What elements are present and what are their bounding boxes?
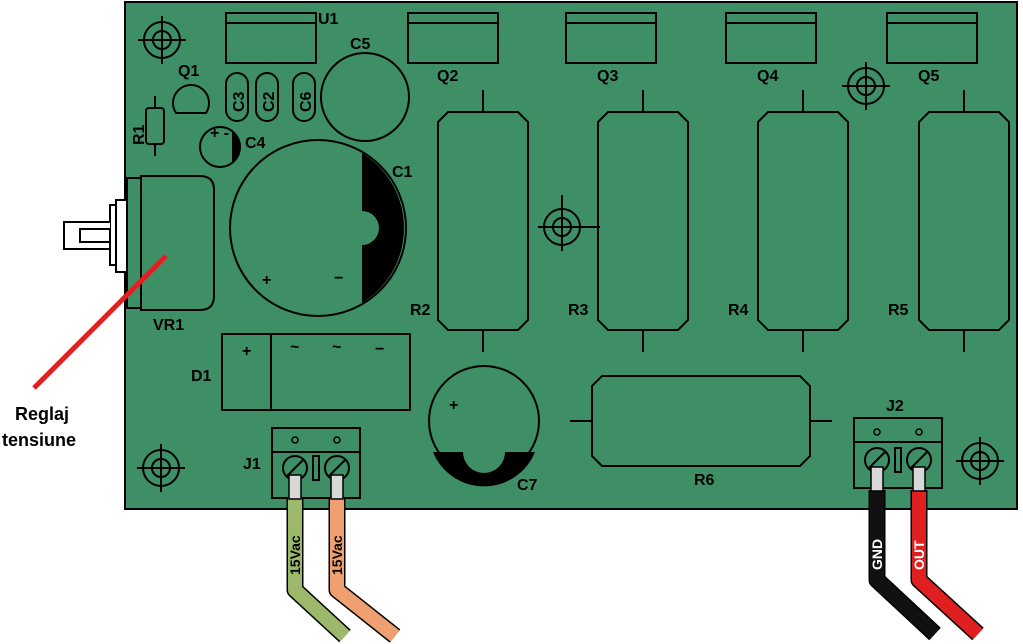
u1-footprint: [225, 12, 317, 64]
c6-footprint: [292, 72, 316, 122]
label-r6: R6: [694, 472, 715, 489]
annotation-line-1: Reglaj: [15, 404, 69, 424]
r4-footprint: [757, 90, 849, 352]
q5-footprint: [886, 12, 978, 64]
q3-footprint: [565, 12, 657, 64]
j1-terminal-block: [271, 427, 361, 499]
c5-footprint: [320, 52, 410, 142]
label-u1: U1: [318, 11, 339, 28]
wire-j1-right-label: 15Vac: [329, 535, 345, 575]
d1-plus-symbol: +: [242, 343, 251, 360]
mounting-hole-top-right: [842, 62, 890, 110]
d1-ac-symbol-1: ~: [290, 339, 299, 356]
label-r2: R2: [410, 302, 431, 319]
r5-footprint: [918, 90, 1010, 352]
label-c6: C6: [298, 91, 315, 112]
r6-footprint: [570, 375, 832, 467]
label-q1: Q1: [178, 63, 199, 80]
mounting-hole-middle: [538, 195, 600, 251]
label-q3: Q3: [597, 68, 618, 85]
annotation-pointer-line: [32, 254, 168, 390]
q4-footprint: [725, 12, 817, 64]
label-q5: Q5: [918, 68, 939, 85]
c3-footprint: [225, 72, 249, 122]
q1-footprint: [172, 84, 210, 114]
wire-j1-left-15vac: 15Vac: [286, 474, 351, 643]
mounting-hole-bottom-right: [956, 437, 1004, 485]
j2-terminal-block: [853, 417, 943, 489]
label-d1: D1: [191, 368, 212, 385]
mounting-hole-top-left: [138, 16, 186, 64]
d1-ac-symbol-2: ~: [332, 339, 341, 356]
vr1-shaft: [63, 199, 128, 273]
label-r4: R4: [728, 302, 749, 319]
wire-j1-right-15vac: 15Vac: [328, 474, 401, 643]
mounting-hole-bottom-left: [137, 444, 185, 492]
label-c4: C4: [245, 135, 266, 152]
label-c2: C2: [261, 91, 278, 112]
label-c4-polarity: + -: [210, 125, 229, 142]
c1-plus-symbol: +: [262, 272, 271, 289]
label-c5: C5: [350, 36, 371, 53]
c1-minus-symbol: −: [334, 270, 343, 287]
label-j1: J1: [243, 456, 261, 473]
q2-footprint: [407, 12, 499, 64]
label-r5: R5: [888, 302, 909, 319]
c1-footprint: + −: [229, 139, 407, 317]
label-j2: J2: [886, 398, 904, 415]
wire-j2-gnd-label: GND: [869, 539, 885, 570]
r3-footprint: [597, 90, 689, 352]
c7-footprint: +: [428, 365, 540, 487]
label-vr1: VR1: [153, 317, 184, 334]
c7-plus-symbol: +: [449, 397, 458, 414]
wire-j1-left-label: 15Vac: [287, 535, 303, 575]
label-c1: C1: [392, 164, 413, 181]
label-r3: R3: [568, 302, 589, 319]
vr1-footprint: [126, 175, 215, 311]
c2-footprint: [255, 72, 279, 122]
wire-j2-gnd: GND: [868, 466, 941, 641]
wire-j2-out: OUT: [910, 466, 984, 641]
d1-footprint: + ~ ~ −: [221, 333, 411, 411]
label-c3: C3: [231, 91, 248, 112]
annotation-line-2: tensiune: [2, 430, 76, 450]
label-r1: R1: [131, 124, 148, 145]
r2-footprint: [437, 90, 529, 352]
label-q4: Q4: [757, 68, 778, 85]
c4-footprint: [199, 126, 241, 168]
label-q2: Q2: [437, 68, 458, 85]
r1-footprint: [145, 96, 165, 156]
label-c7: C7: [517, 477, 538, 494]
d1-minus-symbol: −: [375, 341, 384, 358]
wire-j2-out-label: OUT: [911, 540, 927, 570]
